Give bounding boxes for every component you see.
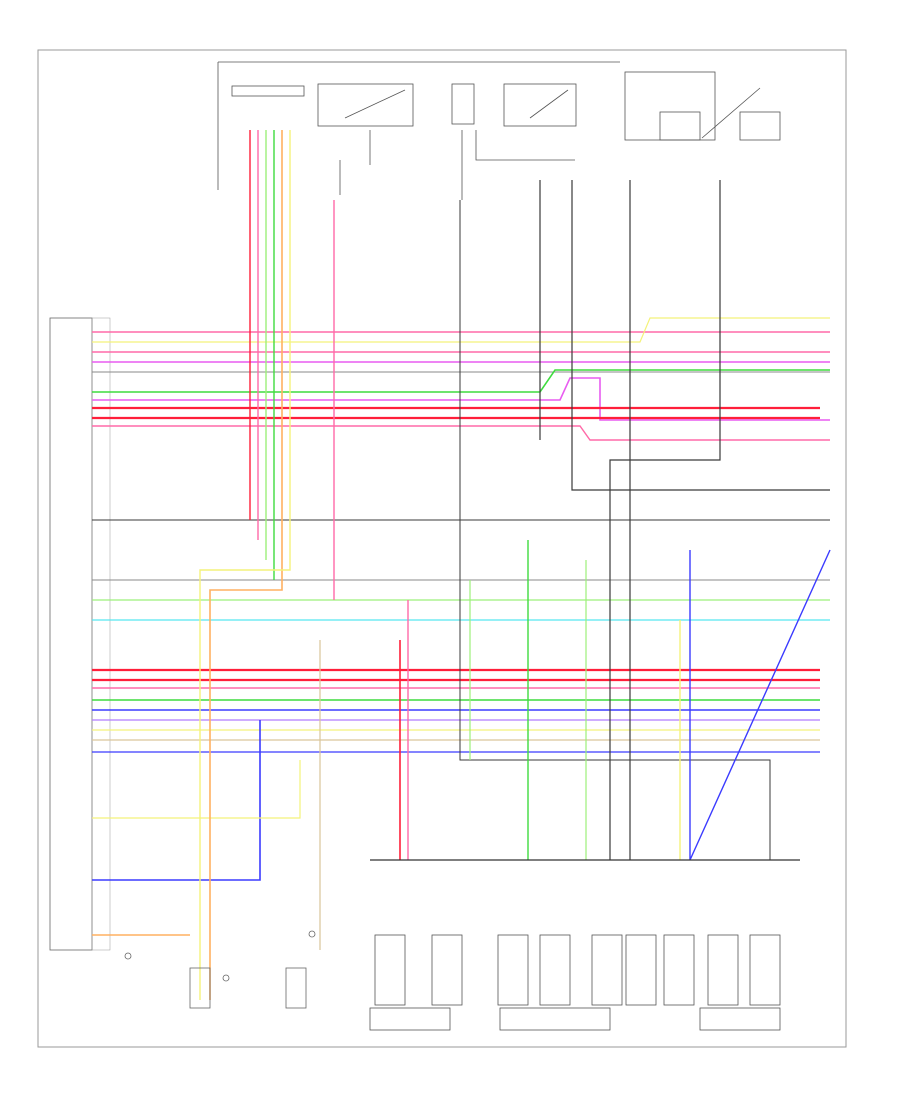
wire-yellow xyxy=(199,130,291,1000)
wire-dark xyxy=(571,180,830,491)
wire-harness xyxy=(92,130,831,1000)
wire-blue xyxy=(689,549,831,861)
wire-yellow xyxy=(92,317,830,343)
ecm-connector xyxy=(49,317,111,951)
sensors xyxy=(124,930,316,1009)
wire-dark xyxy=(609,180,721,860)
wire-green xyxy=(92,369,830,393)
wire-pink xyxy=(92,425,830,441)
wire-yellow xyxy=(92,760,301,819)
top-components xyxy=(217,61,781,200)
wire-dark xyxy=(459,200,771,860)
wire-blue xyxy=(92,720,261,881)
ignition-coil-packs xyxy=(369,859,800,1031)
diagram-border xyxy=(37,49,847,1048)
wire-magenta xyxy=(92,377,830,421)
wire-orange xyxy=(209,130,283,1000)
